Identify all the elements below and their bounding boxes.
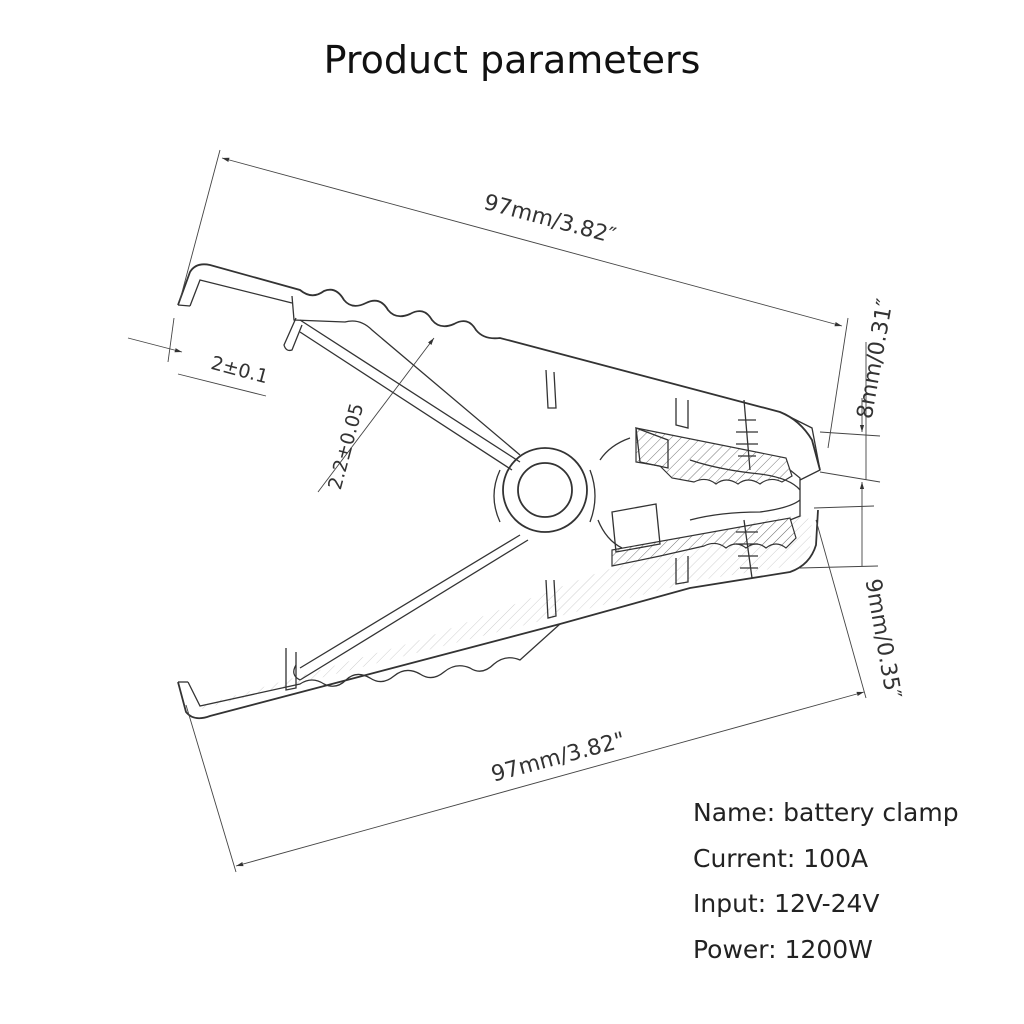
dim-lower-jaw-height: 9mm/0.35″	[860, 577, 906, 701]
spec-name: Name: battery clamp	[693, 798, 959, 827]
spring-wire	[293, 319, 529, 681]
dimension-lines	[127, 149, 881, 873]
lower-jaw	[177, 509, 819, 720]
pivot-hinge	[493, 437, 631, 549]
dim-bottom-length: 97mm/3.82"	[489, 728, 628, 788]
dim-upper-jaw-height: 8mm/0.31″	[853, 297, 899, 421]
spec-power: Power: 1200W	[693, 934, 873, 964]
dim-top-length: 97mm/3.82″	[481, 190, 618, 249]
spec-current: Current: 100A	[693, 843, 869, 873]
spec-input: Input: 12V-24V	[693, 889, 880, 918]
upper-jaw	[177, 263, 821, 471]
dim-upper-tip: 2±0.1	[209, 352, 271, 388]
dim-spring-wire: 2.2±0.05	[324, 401, 368, 492]
spec-list: Name: battery clamp Current: 100A Input:…	[693, 790, 959, 972]
upper-jaw-section	[635, 399, 821, 485]
page-title: Product parameters	[323, 38, 701, 82]
lower-jaw-section	[611, 459, 801, 579]
